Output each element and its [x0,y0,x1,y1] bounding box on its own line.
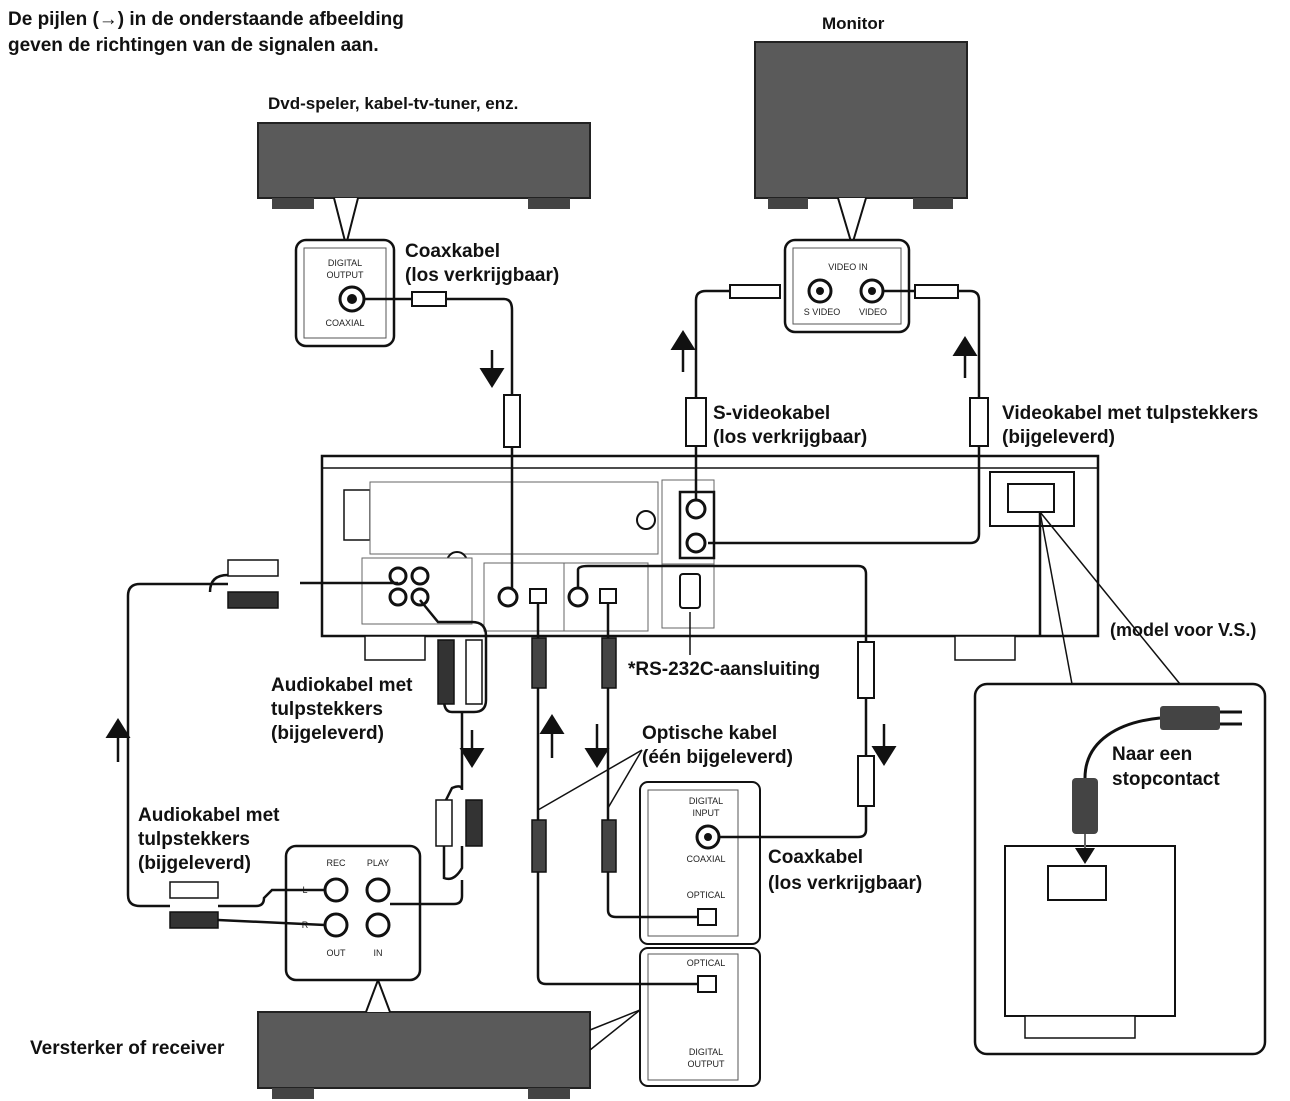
monitor-video-text: VIDEO [859,307,887,317]
receiver-digital-output-panel: OPTICAL DIGITAL OUTPUT [589,947,761,1087]
amp-play-text: PLAY [367,858,389,868]
unit-audio-jack[interactable] [410,587,430,607]
monitor [754,41,968,249]
unit-audio-jack[interactable] [388,587,408,607]
optical-pointer-2 [607,749,643,809]
main-unit-rear-panel [320,454,1100,661]
outlet-label-2: stopcontact [1112,769,1220,790]
amp-play-l-jack[interactable] [365,877,391,903]
rcv-coaxial-text: COAXIAL [686,854,725,864]
svideo-label-1: S-videokabel [713,403,831,424]
unit-audio-jack[interactable] [388,566,408,586]
receiver-digital-input-panel: DIGITAL INPUT COAXIAL OPTICAL [639,781,761,945]
power-inset [973,511,1267,1056]
audio-left-label-3: (bijgeleverd) [138,853,251,874]
rcv-digital-text: DIGITAL [689,796,723,806]
video-label-1: Videokabel met tulpstekkers [1002,403,1259,424]
signal-arrows [105,330,978,768]
audio-left-label-2: tulpstekkers [138,829,250,850]
audio-mid-label-1: Audiokabel met [271,675,413,696]
unit-rs232c-port[interactable] [679,573,701,609]
optical-pointer-1 [537,749,643,811]
svideo-label-2: (los verkrijgbaar) [713,427,868,448]
unit-audio-jack[interactable] [410,566,430,586]
optical-label-2: (één bijgeleverd) [642,747,793,768]
monitor-label: Monitor [822,14,885,33]
unit-video-out-jack[interactable] [685,532,707,554]
out-output-text: OUTPUT [688,1059,726,1069]
unit-ac-inlet[interactable] [1007,483,1055,513]
amp-in-text: IN [374,948,383,958]
audio-mid-label-3: (bijgeleverd) [271,723,384,744]
dvd-coaxial-text: COAXIAL [325,318,364,328]
out-digital-text: DIGITAL [689,1047,723,1057]
unit-optical-out-port[interactable] [599,588,617,604]
rcv-optical-out-port[interactable] [697,975,717,993]
rs232-label: *RS-232C-aansluiting [628,659,821,680]
model-label: (model voor V.S.) [1110,620,1257,640]
amp-rec-r-jack[interactable] [323,912,349,938]
monitor-video-in-text: VIDEO IN [828,262,868,272]
cables [126,284,1042,986]
dvd-digital-text: DIGITAL [328,258,362,268]
coax-top-label-2: (los verkrijgbaar) [405,265,560,286]
amp-audio-panel: REC PLAY L R OUT IN [284,844,422,982]
coax-bottom-label-2: (los verkrijgbaar) [768,873,923,894]
unit-coax-out-jack[interactable] [567,586,589,608]
out-optical-text: OPTICAL [687,958,726,968]
coax-cable-bottom [576,564,868,642]
intro-line-2: geven de richtingen van de signalen aan. [8,35,379,56]
unit-optical-in-port[interactable] [529,588,547,604]
dvd-label: Dvd-speler, kabel-tv-tuner, enz. [268,94,519,113]
outlet-label-1: Naar een [1112,744,1193,765]
unit-svideo-out-jack[interactable] [685,498,707,520]
rcv-optical-in-port[interactable] [697,908,717,926]
audio-left-label-1: Audiokabel met [138,805,280,826]
amp-out-text: OUT [327,948,347,958]
rcv-optical-text: OPTICAL [687,890,726,900]
audio-mid-label-2: tulpstekkers [271,699,383,720]
amp-rec-l-jack[interactable] [323,877,349,903]
dvd-player [257,122,591,246]
amp-play-r-jack[interactable] [365,912,391,938]
intro-line-1: De pijlen (→) in de onderstaande afbeeld… [8,9,404,30]
amp-rec-text: REC [326,858,346,868]
video-cable [708,446,981,545]
coax-top-label-1: Coaxkabel [405,241,501,262]
coax-bottom-label-1: Coaxkabel [768,847,864,868]
video-label-2: (bijgeleverd) [1002,427,1115,448]
monitor-input-panel: VIDEO IN S VIDEO VIDEO [783,238,911,334]
rcv-input-text: INPUT [693,808,721,818]
dvd-output-text: OUTPUT [327,270,365,280]
dvd-output-panel: DIGITAL OUTPUT COAXIAL [294,238,396,348]
monitor-svideo-text: S VIDEO [804,307,841,317]
unit-coax-in-jack[interactable] [497,586,519,608]
amplifier-label: Versterker of receiver [30,1038,225,1059]
optical-label-1: Optische kabel [642,723,778,744]
audio-cable-middle [419,599,488,714]
amplifier-receiver [257,977,591,1099]
